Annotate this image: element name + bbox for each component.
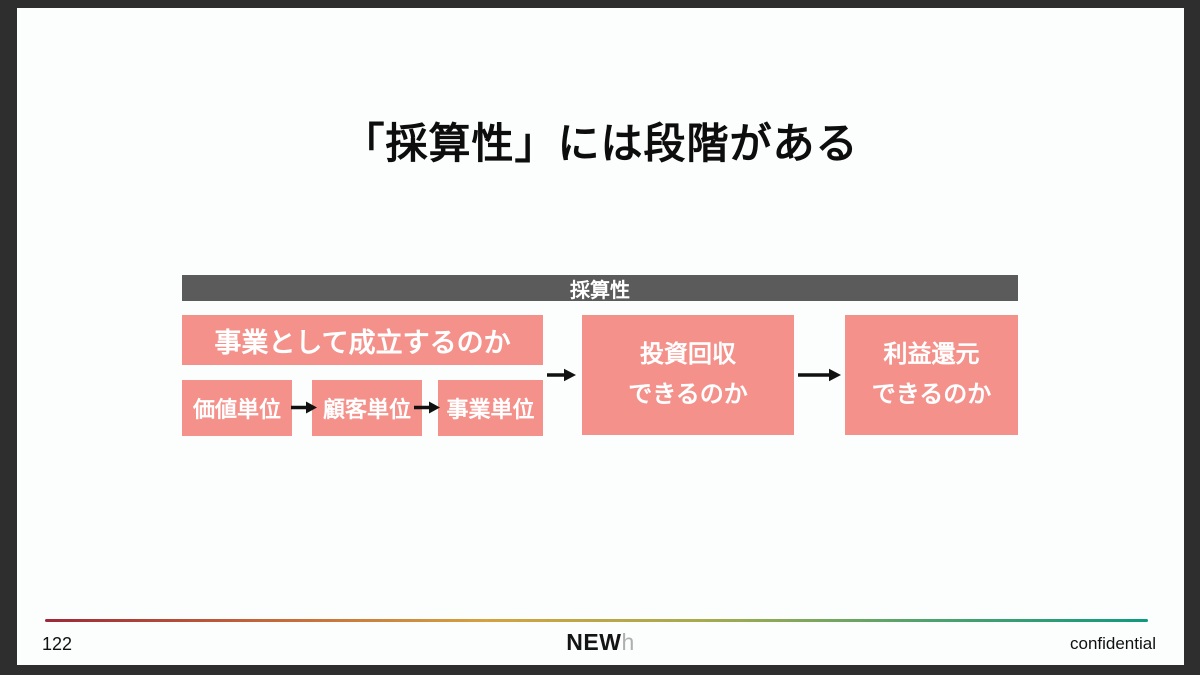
arrow-right-icon — [414, 399, 440, 421]
profitability-header-bar: 採算性 — [182, 275, 1018, 302]
business-unit-box: 事業単位 — [438, 380, 543, 436]
business-viability-box: 事業として成立するのか — [182, 315, 543, 365]
profit-return-line2: できるのか — [871, 381, 992, 408]
slide: 「採算性」には段階がある 採算性 事業として成立するのか 価値単位 顧客単位 事… — [17, 8, 1184, 665]
business-viability-label: 事業として成立するのか — [214, 327, 511, 358]
arrow-right-icon — [291, 399, 317, 421]
profitability-header-label: 採算性 — [570, 279, 630, 302]
arrow-right-icon — [547, 366, 576, 389]
arrow-right-icon — [798, 366, 841, 389]
investment-recovery-line1: 投資回収 — [640, 341, 736, 368]
slide-title: 「採算性」には段階がある — [342, 120, 859, 167]
customer-unit-label: 顧客単位 — [322, 397, 411, 422]
value-unit-box: 価値単位 — [182, 380, 292, 436]
newh-logo-bold-part: NEW — [566, 629, 622, 655]
profit-return-line1: 利益還元 — [883, 341, 980, 368]
investment-recovery-line2: できるのか — [628, 381, 748, 408]
confidential-label: confidential — [1069, 634, 1156, 653]
newh-logo-light-part: h — [621, 629, 635, 655]
newh-logo: NEWh — [17, 629, 1184, 656]
investment-recovery-box: 投資回収 できるのか — [582, 315, 794, 435]
profit-return-box: 利益還元 できるのか — [845, 315, 1018, 435]
customer-unit-box: 顧客単位 — [312, 380, 422, 436]
footer-gradient-divider — [45, 619, 1148, 622]
business-unit-label: 事業単位 — [446, 397, 535, 422]
value-unit-label: 価値単位 — [192, 397, 281, 422]
page-number: 122 — [42, 634, 73, 654]
